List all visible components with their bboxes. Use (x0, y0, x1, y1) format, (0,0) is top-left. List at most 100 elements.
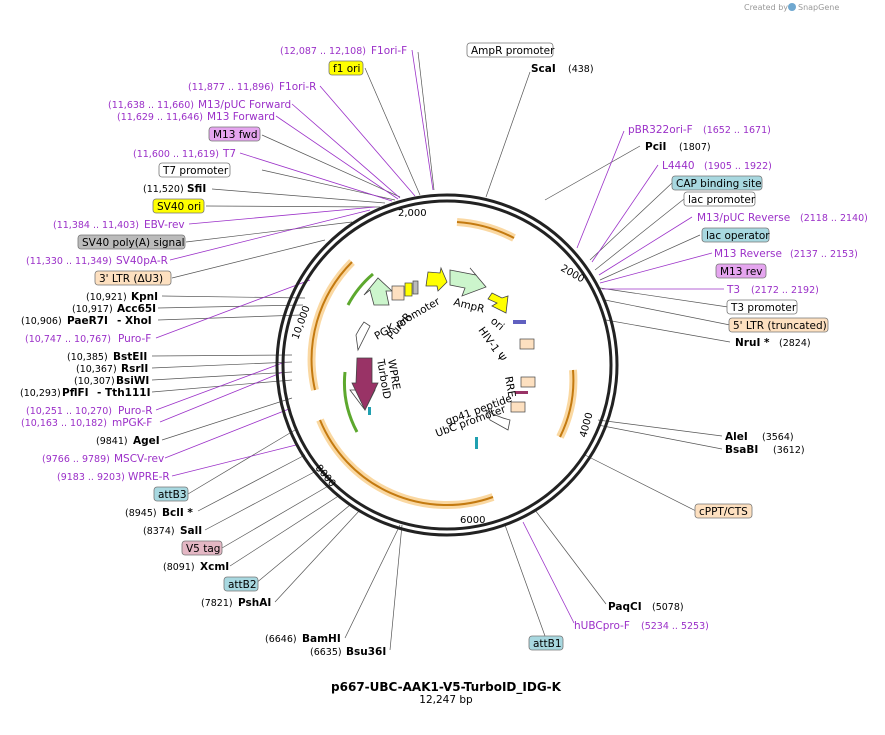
enzyme-kpni-pos: (10,921) (86, 292, 127, 303)
backbone-inner (281, 199, 613, 531)
feature-cap-binding: CAP binding site (676, 178, 762, 190)
enzyme-bsiwi: BsiWI (116, 375, 149, 387)
enzyme-bsabi-pos: (3612) (773, 445, 805, 456)
enzyme-bamhi-pos: (6646) (265, 634, 297, 645)
feature-boxes: AmpR promoter f1 ori M13 fwd T7 promoter… (77, 42, 829, 651)
enzyme-sali: SalI (180, 525, 202, 537)
orange-arcs (310, 221, 575, 507)
enzyme-paer7i-pos: (10,906) (21, 316, 62, 327)
primer-m13-fwd: M13 Forward (207, 111, 275, 123)
enzyme-xcmi-pos: (8091) (163, 562, 195, 573)
feature-t7-promoter: T7 promoter (162, 165, 229, 177)
primer-wpre-r: WPRE-R (128, 471, 170, 483)
puror-arrow (363, 277, 394, 306)
primer-f1ori-r-pos: (11,877 .. 11,896) (188, 82, 274, 93)
turboid-arrow (351, 357, 379, 411)
primer-puro-r-pos: (10,251 .. 10,270) (26, 406, 112, 417)
inner-labels: AmpR ori HIV-1 Ψ RRE gp41 peptide UbC pr… (373, 295, 518, 440)
f1-ori-arrow (425, 266, 448, 292)
primer-m13puc-fwd: M13/pUC Forward (198, 99, 291, 111)
enzyme-paqci-pos: (5078) (652, 602, 684, 613)
primer-ebv-rev: EBV-rev (144, 219, 185, 231)
primer-m13-fwd-pos: (11,629 .. 11,646) (117, 112, 203, 123)
primer-m13puc-rev-pos: (2118 .. 2140) (800, 213, 868, 224)
primer-l4440-pos: (1905 .. 1922) (704, 161, 772, 172)
enzyme-rsrii: RsrII (121, 363, 148, 375)
credit-brand: SnapGene (798, 3, 839, 12)
inner-label-rre: RRE (502, 375, 518, 398)
primer-lines (155, 49, 724, 624)
enzyme-nrui-pos: (2824) (779, 338, 811, 349)
primer-t3-pos: (2172 .. 2192) (751, 285, 819, 296)
cppt-box (520, 376, 536, 388)
green-arcs (343, 272, 374, 433)
v5-mark (515, 391, 528, 394)
enzyme-bsteii-pos: (10,385) (67, 352, 108, 363)
backbone-outer (275, 193, 619, 537)
primer-t3: T3 (726, 284, 740, 296)
enzyme-pcii: PciI (645, 141, 666, 153)
primer-ebv-rev-pos: (11,384 .. 11,403) (53, 220, 139, 231)
snapgene-logo-icon (788, 3, 796, 11)
feature-lac-operator: lac operator (706, 230, 770, 242)
primer-mpgk-f-pos: (10,163 .. 10,182) (21, 418, 107, 429)
plasmid-size: 12,247 bp (419, 694, 473, 706)
inner-box-3 (510, 401, 526, 413)
primer-f1ori-f-pos: (12,087 .. 12,108) (280, 46, 366, 57)
feature-3ltr: 3' LTR (ΔU3) (99, 273, 163, 285)
enzyme-sfii: SfiI (187, 183, 206, 195)
inner-label-wpre: WPRE (385, 358, 402, 390)
sv40-box (404, 282, 413, 297)
enzyme-bcli: BclI * (162, 507, 193, 519)
plasmid-name: p667-UBC-AAK1-V5-TurboID_IDG-K (331, 680, 562, 695)
ubc-arrow (485, 409, 511, 431)
psi-mark (513, 320, 526, 324)
primer-m13puc-rev: M13/pUC Reverse (697, 212, 790, 224)
enzyme-pcii-pos: (1807) (679, 142, 711, 153)
primer-m13-rev-pos: (2137 .. 2153) (790, 249, 858, 260)
enzyme-bcli-pos: (8945) (125, 508, 157, 519)
primer-hubcpro-f: hUBCpro-F (574, 620, 630, 632)
ltr-box (391, 285, 405, 301)
tick-labels: 2000 4000 6000 8000 10,000 2,000 (290, 208, 595, 526)
primer-f1ori-f: F1ori-F (371, 45, 407, 57)
feature-f1-ori: f1 ori (333, 63, 360, 75)
inner-features (349, 266, 536, 449)
enzyme-acc65i: Acc65I (117, 303, 156, 315)
enzyme-rsrii-pos: (10,367) (76, 364, 117, 375)
enzyme-bamhi: BamHI (302, 633, 341, 645)
primer-m13-rev: M13 Reverse (714, 248, 782, 260)
feature-ampr-promoter: AmpR promoter (471, 45, 555, 57)
primer-t7-pos: (11,600 .. 11,619) (133, 149, 219, 160)
enzyme-bsabi: BsaBI (725, 444, 758, 456)
enzyme-pshai-pos: (7821) (201, 598, 233, 609)
tick-4000: 4000 (578, 411, 595, 438)
enzyme-scai-pos: (438) (568, 64, 594, 75)
feature-attb2: attB2 (228, 579, 257, 591)
enzyme-xcmi: XcmI (200, 561, 229, 573)
ampr-arrow (449, 267, 487, 297)
feature-attb1: attB1 (533, 638, 562, 650)
enzyme-paer7i: PaeR7I (67, 315, 108, 327)
enzyme-agei-pos: (9841) (96, 436, 128, 447)
primer-sv40pa-r: SV40pA-R (116, 255, 168, 267)
feature-lac-promoter: lac promoter (688, 194, 756, 206)
primer-t7: T7 (222, 148, 236, 160)
tick-2000: 2000 (559, 263, 587, 285)
enzyme-acc65i-pos: (10,917) (72, 304, 113, 315)
primer-puro-f: Puro-F (118, 333, 151, 345)
enzyme-pflfi: PflFI (62, 387, 89, 399)
leader-lines (151, 51, 731, 651)
primer-m13puc-fwd-pos: (11,638 .. 11,660) (108, 100, 194, 111)
feature-m13-fwd: M13 fwd (213, 129, 258, 141)
primer-f1ori-r: F1ori-R (279, 81, 316, 93)
primer-l4440: L4440 (662, 160, 695, 172)
feature-5ltr: 5' LTR (truncated) (733, 320, 827, 332)
inner-label-ampr: AmpR (452, 296, 485, 315)
pgk-arrow (355, 321, 371, 352)
enzyme-alei-pos: (3564) (762, 432, 794, 443)
enzyme-sali-pos: (8374) (143, 526, 175, 537)
primer-mscv-rev-pos: (9766 .. 9789) (42, 454, 110, 465)
enzyme-sfii-pos: (11,520) (143, 184, 184, 195)
